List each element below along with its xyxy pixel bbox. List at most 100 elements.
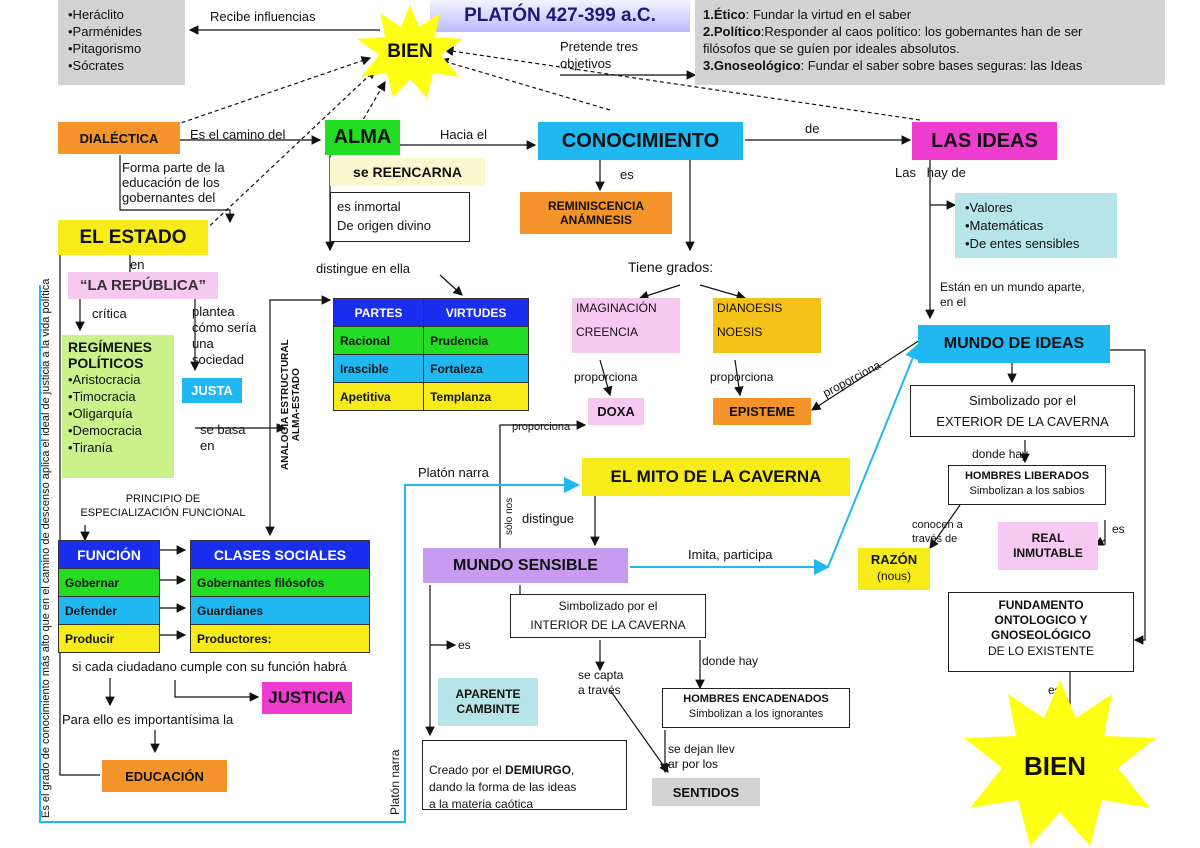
objective-text: : Fundar el saber sobre bases seguras: l… xyxy=(800,58,1083,73)
se-capta-label: se capta a través xyxy=(578,668,624,697)
platon-narra-vertical: Platón narra xyxy=(388,749,402,815)
table-header: PARTES xyxy=(332,298,425,327)
vertical-left-text: Es el grado de conocimiento más alto que… xyxy=(40,278,52,818)
proporciona-label-4: proporciona xyxy=(820,357,883,401)
influence-item: •Sócrates xyxy=(68,58,124,73)
para-ello-label: Para ello es importantísima la xyxy=(62,712,234,727)
dialectica-edge-alma: Es el camino del xyxy=(190,127,286,142)
conocimiento-node: CONOCIMIENTO xyxy=(538,122,743,160)
hombres-encadenados-sub: Simbolizan a los ignorantes xyxy=(688,708,824,720)
hombres-encadenados-box: HOMBRES ENCADENADOS Simbolizan a los ign… xyxy=(662,688,850,728)
alma-reencarna: se REENCARNA xyxy=(330,158,485,186)
table-cell: Productores: xyxy=(190,624,370,653)
alma-node: ALMA xyxy=(325,120,400,155)
mito-caverna-node: EL MITO DE LA CAVERNA xyxy=(582,458,850,496)
bien-star-top xyxy=(357,5,463,98)
table-cell: Irascible xyxy=(332,354,425,383)
proporciona-label-2: proporciona xyxy=(710,370,774,384)
demiurgo-post: , dando la forma de las ideas a la mater… xyxy=(429,763,577,811)
table-cell: Prudencia xyxy=(423,326,529,355)
table-header: CLASES SOCIALES xyxy=(190,540,370,569)
mundo-sensible-node: MUNDO SENSIBLE xyxy=(423,548,628,583)
mundo-sensible-es: es xyxy=(458,638,471,652)
objective-item: 2.Político:Responder al caos político: l… xyxy=(703,23,1157,57)
table-cell: Guardianes xyxy=(190,596,370,625)
mito-distingue: distingue xyxy=(522,511,575,526)
objective-item: 1.Ético: Fundar la virtud en el saber xyxy=(703,6,1157,23)
analogia-label: ANALOGÍA ESTRUCTURAL ALMA-ESTADO xyxy=(280,339,302,470)
ideas-node: LAS IDEAS xyxy=(912,122,1057,160)
table-cell: Fortaleza xyxy=(423,354,529,383)
proporciona-label-1: proporciona xyxy=(574,370,638,384)
regimenes-title: REGÍMENES POLÍTICOS xyxy=(68,339,153,371)
mundo-ideas-es: es xyxy=(1112,522,1125,536)
table-row: Defender xyxy=(58,596,160,625)
razon-label: RAZÓN xyxy=(870,552,918,567)
episteme-node: EPISTEME xyxy=(713,398,811,425)
estado-en: en xyxy=(130,257,145,272)
bien-top-label: BIEN xyxy=(387,41,433,62)
table-cell: Racional xyxy=(332,326,425,355)
doxa-node: DOXA xyxy=(588,398,644,425)
objective-item: 3.Gnoseológico: Fundar el saber sobre ba… xyxy=(703,57,1157,74)
objective-key: Político xyxy=(713,24,761,39)
objective-key: Gnoseológico xyxy=(713,58,801,73)
influences-edge-label: Recibe influencias xyxy=(210,9,316,24)
imita-participa-label: Imita, participa xyxy=(688,547,773,562)
estado-critica: crítica xyxy=(92,306,127,321)
objective-num: 3. xyxy=(703,58,714,73)
mundo-ideas-node: MUNDO DE IDEAS xyxy=(918,325,1110,363)
imaginacion-creencia-node: IMAGINACIÓN CREENCIA xyxy=(572,298,680,353)
table-header: VIRTUDES xyxy=(423,298,529,327)
alma-properties: es inmortal De origen divino xyxy=(330,192,470,242)
objective-num: 2. xyxy=(703,24,714,39)
demiurgo-box: Creado por el DEMIURGO, dando la forma d… xyxy=(422,740,627,811)
influence-item: •Heráclito xyxy=(68,7,124,22)
influence-item: •Pitagorismo xyxy=(68,41,142,56)
regimenes-box: REGÍMENES POLÍTICOS •Aristocracia •Timoc… xyxy=(62,335,174,478)
table-cell: Producir xyxy=(58,624,160,653)
conocimiento-edge-ideas: de xyxy=(805,121,820,136)
dialectica-node: DIALÉCTICA xyxy=(58,122,180,154)
justa-node: JUSTA xyxy=(182,378,242,403)
objective-key: Ético xyxy=(713,7,746,22)
sentidos-node: SENTIDOS xyxy=(652,778,760,806)
principio-label: PRINCIPIO DE ESPECIALIZACIÓN FUNCIONAL xyxy=(80,493,246,519)
influences-list: •Heráclito•Parménides•Pitagorismo•Sócrat… xyxy=(68,6,175,74)
platon-narra-label: Platón narra xyxy=(418,465,489,480)
hombres-encadenados-title: HOMBRES ENCADENADOS xyxy=(683,693,829,705)
objective-text: : Fundar la virtud en el saber xyxy=(745,7,912,22)
hombres-liberados-sub: Simbolizan a los sabios xyxy=(969,485,1085,497)
objective-text: :Responder al caos político: los goberna… xyxy=(703,24,1083,56)
conocen-label: conocen a través de xyxy=(912,519,963,545)
proporciona-label-3: proporciona xyxy=(512,421,571,433)
table-cell: Apetitiva xyxy=(332,382,425,411)
fundamento-sub: DE LO EXISTENTE xyxy=(987,644,1095,658)
table-header: FUNCIÓN xyxy=(58,540,160,569)
estado-node: EL ESTADO xyxy=(58,220,208,255)
dianoesis-noesis-node: DIANOESIS NOESIS xyxy=(713,298,821,353)
alma-edge-partes: distingue en ella xyxy=(316,261,410,276)
table-cell: Defender xyxy=(58,596,160,625)
educacion-node: EDUCACIÓN xyxy=(102,760,227,792)
table-row: Gobernar xyxy=(58,568,160,597)
grados-label: Tiene grados: xyxy=(628,259,714,275)
conocimiento-es: es xyxy=(620,167,634,182)
justicia-node: JUSTICIA xyxy=(262,682,352,714)
estado-plantea: plantea cómo sería una sociedad xyxy=(192,304,257,367)
table-cell: Gobernar xyxy=(58,568,160,597)
dialectica-edge-estado: Forma parte de la educación de los gober… xyxy=(122,160,225,205)
aparente-node: APARENTE CAMBINTE xyxy=(438,678,538,726)
ideas-hay-de: Las hay de xyxy=(895,165,966,180)
table-cell: Templanza xyxy=(423,382,529,411)
hombres-liberados-title: HOMBRES LIBERADOS xyxy=(964,470,1090,482)
bien-bottom-label: BIEN xyxy=(1023,750,1087,781)
table-row: FUNCIÓN xyxy=(58,540,160,569)
mundo-sensible-donde-hay: donde hay xyxy=(702,654,759,668)
objective-num: 1. xyxy=(703,7,714,22)
